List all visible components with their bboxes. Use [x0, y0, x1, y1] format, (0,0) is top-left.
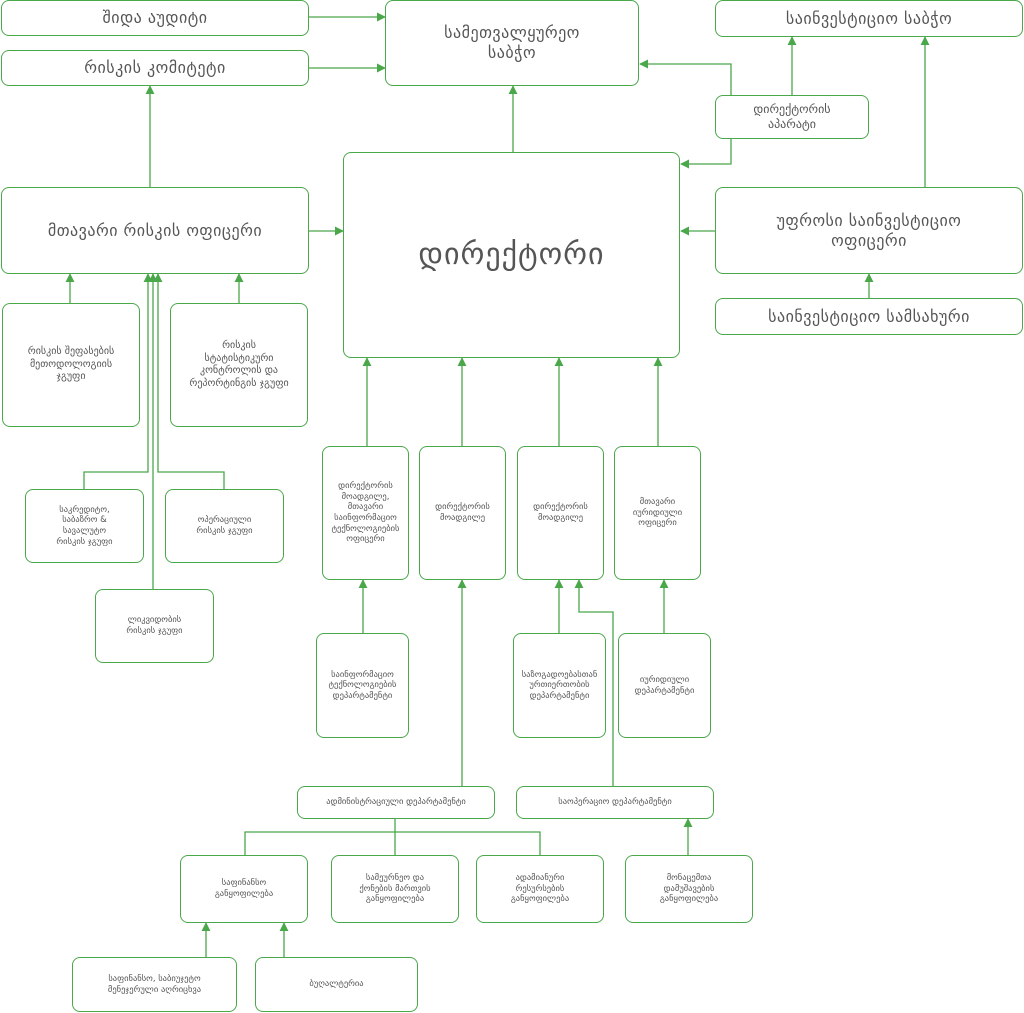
- connector-operations-to-deputy2: [574, 579, 614, 786]
- supervisory-board-box: სამეთვალყურეო საბჭო: [385, 0, 639, 86]
- risk-methodology-group-label: რისკის შეფასების მეთოდოლოგიის ჯგუფი: [27, 346, 115, 383]
- data-processing-division-box: მონაცემთა დამუშავების განყოფილება: [625, 855, 753, 923]
- financial-reporting-label: საფინანსო, საბიუჯეტო მენეჯერული აღრიცხვა: [107, 973, 202, 995]
- public-relations-department-box: საზოგადოებასთან ურთიერთობის დეპარტამენტი: [513, 633, 606, 738]
- data-processing-division-label: მონაცემთა დამუშავების განყოფილება: [659, 873, 719, 905]
- operational-risk-group-label: ოპერაციული რისკის ჯგუფი: [196, 515, 253, 536]
- finance-division-box: საფინანსო განყოფილება: [180, 855, 308, 923]
- legal-department-label: იურიდიული დეპარტამენტი: [634, 674, 695, 696]
- senior-investment-officer-label: უფროსი საინვესტიციო ოფიცერი: [776, 210, 962, 250]
- risk-committee-label: რისკის კომიტეტი: [84, 58, 226, 77]
- procurement-division-label: სამეურნეო და ქონების მართვის განყოფილება: [359, 873, 431, 905]
- deputy-director-cio-label: დირექტორის მოადგილე, მთავარი საინფორმაცი…: [331, 481, 400, 545]
- it-department-label: საინფორმაციო ტექნოლოგიების დეპარტამენტი: [328, 669, 397, 701]
- investment-board-box: საინვესტიციო საბჭო: [715, 0, 1023, 37]
- deputy-director-1-label: დირექტორის მოადგილე: [435, 502, 490, 523]
- director-box: დირექტორი: [343, 152, 680, 358]
- internal-audit-label: შიდა აუდიტი: [102, 8, 208, 27]
- connector-operational-risk-to-cro: [153, 273, 225, 489]
- senior-investment-officer-box: უფროსი საინვესტიციო ოფიცერი: [715, 187, 1023, 274]
- finance-division-label: საფინანსო განყოფილება: [214, 878, 274, 899]
- risk-methodology-group-box: რისკის შეფასების მეთოდოლოგიის ჯგუფი: [2, 303, 140, 427]
- liquidity-risk-group-box: ლიკვიდობის რისკის ჯგუფი: [95, 589, 214, 663]
- connector-office-to-director: [680, 139, 732, 169]
- liquidity-risk-group-label: ლიკვიდობის რისკის ჯგუფი: [126, 615, 183, 636]
- procurement-division-box: სამეურნეო და ქონების მართვის განყოფილება: [331, 855, 459, 923]
- credit-market-risk-group-box: საკრედიტო, საბაზრო & სავალუტო რისკის ჯგუ…: [25, 489, 144, 563]
- supervisory-board-label: სამეთვალყურეო საბჭო: [444, 23, 580, 62]
- operational-risk-group-box: ოპერაციული რისკის ჯგუფი: [165, 489, 284, 563]
- chief-legal-officer-label: მთავარი იურიდიული ოფიცერი: [632, 497, 683, 529]
- deputy-director-1-box: დირექტორის მოადგილე: [419, 446, 506, 580]
- accounting-label: ბუღალტერია: [309, 979, 364, 990]
- connector-admin-branch: [244, 831, 541, 855]
- credit-market-risk-group-label: საკრედიტო, საბაზრო & სავალუტო რისკის ჯგუ…: [56, 504, 113, 547]
- chief-risk-officer-box: მთავარი რისკის ოფიცერი: [1, 187, 309, 274]
- internal-audit-box: შიდა აუდიტი: [1, 0, 309, 36]
- operations-department-label: საოპერაციო დეპარტამენტი: [558, 797, 672, 808]
- deputy-director-2-box: დირექტორის მოადგილე: [517, 446, 604, 580]
- director-label: დირექტორი: [418, 237, 605, 273]
- administrative-department-label: ადმინისტრაციული დეპარტამენტი: [326, 797, 466, 808]
- administrative-department-box: ადმინისტრაციული დეპარტამენტი: [297, 786, 495, 819]
- it-department-box: საინფორმაციო ტექნოლოგიების დეპარტამენტი: [316, 633, 409, 738]
- chief-legal-officer-box: მთავარი იურიდიული ოფიცერი: [614, 446, 701, 580]
- risk-statistics-group-box: რისკის სტატისტიკური კონტროლის და რეპორტი…: [170, 303, 308, 427]
- legal-department-box: იურიდიული დეპარტამენტი: [618, 633, 711, 738]
- financial-reporting-box: საფინანსო, საბიუჯეტო მენეჯერული აღრიცხვა: [72, 957, 237, 1012]
- deputy-director-2-label: დირექტორის მოადგილე: [533, 502, 588, 523]
- hr-division-label: ადამიანური რესურსების განყოფილება: [510, 873, 570, 905]
- operations-department-box: საოპერაციო დეპარტამენტი: [516, 786, 714, 819]
- accounting-box: ბუღალტერია: [255, 957, 418, 1012]
- investment-service-label: საინვესტიციო სამსახური: [768, 306, 970, 326]
- chief-risk-officer-label: მთავარი რისკის ოფიცერი: [47, 220, 263, 240]
- hr-division-box: ადამიანური რესურსების განყოფილება: [476, 855, 604, 923]
- risk-statistics-group-label: რისკის სტატისტიკური კონტროლის და რეპორტი…: [189, 340, 289, 389]
- director-office-box: დირექტორის აპარატი: [715, 95, 869, 139]
- connector-office-to-board: [639, 59, 732, 95]
- director-office-label: დირექტორის აპარატი: [753, 102, 831, 131]
- risk-committee-box: რისკის კომიტეტი: [1, 50, 309, 86]
- investment-board-label: საინვესტიციო საბჭო: [785, 8, 953, 28]
- deputy-director-cio-box: დირექტორის მოადგილე, მთავარი საინფორმაცი…: [322, 446, 409, 580]
- public-relations-department-label: საზოგადოებასთან ურთიერთობის დეპარტამენტი: [521, 669, 598, 701]
- investment-service-box: საინვესტიციო სამსახური: [715, 298, 1023, 335]
- connector-credit-risk-to-cro: [83, 273, 153, 489]
